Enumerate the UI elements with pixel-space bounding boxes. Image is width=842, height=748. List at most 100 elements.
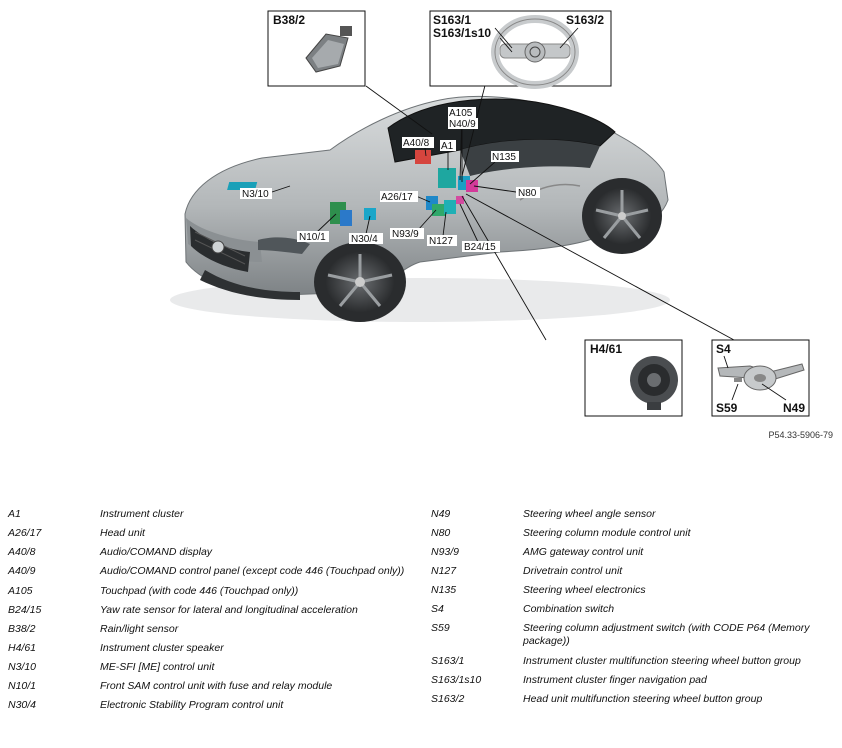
inset-combination-switch: S4 S59 N49: [711, 339, 810, 417]
legend-description: Touchpad (with code 446 (Touchpad only)): [100, 585, 299, 597]
callout-n3-10-bg: [240, 188, 272, 199]
callout-b24-15-bg: [462, 241, 500, 252]
legend-description: Instrument cluster: [100, 508, 184, 520]
component-n30-4: [364, 208, 376, 220]
legend-description: Steering column module control unit: [523, 527, 691, 539]
legend-code: S163/1: [431, 655, 465, 667]
legend-description: AMG gateway control unit: [523, 546, 644, 558]
vehicle-component-diagram: A105 N40/9 A40/8 A1 N135 N80 N3/10 A26/1…: [170, 10, 810, 417]
inset-s163-1s10-label: S163/1s10: [433, 26, 491, 40]
legend-code: N135: [431, 584, 457, 596]
callout-n40-9: N40/9: [449, 119, 476, 130]
legend-description: Rain/light sensor: [100, 623, 179, 635]
component-n93-9: [432, 204, 446, 216]
legend-code: A105: [8, 585, 33, 597]
legend-code: A40/8: [8, 546, 36, 558]
legend-row: A26/17 Head unit: [8, 527, 418, 540]
legend-code: A1: [8, 508, 21, 520]
legend-description: Combination switch: [523, 603, 615, 615]
legend-code: S59: [431, 622, 450, 634]
callout-n10-1: N10/1: [299, 232, 326, 243]
inset-speaker: H4/61: [584, 339, 683, 417]
callout-n93-9: N93/9: [392, 229, 419, 240]
legend-description: Audio/COMAND control panel (except code …: [100, 565, 405, 577]
document-reference: P54.33-5906-79: [768, 430, 833, 440]
callout-n40-9-bg: [448, 118, 478, 129]
legend-code: N10/1: [8, 680, 37, 692]
legend-row: A105 Touchpad (with code 446 (Touchpad on…: [8, 585, 418, 598]
legend-code: N127: [431, 565, 457, 577]
callout-n127-bg: [427, 235, 457, 246]
component-n10-1-b: [340, 210, 352, 226]
callout-a40-8-bg: [402, 137, 434, 148]
callout-n30-4: N30/4: [351, 234, 378, 245]
component-n135: [466, 180, 478, 192]
callout-a105-bg: [448, 107, 476, 118]
legend-description: Instrument cluster speaker: [100, 642, 224, 654]
callout-n135-bg: [491, 151, 519, 162]
callout-n30-4-bg: [349, 233, 383, 244]
legend-description: Drivetrain control unit: [523, 565, 623, 577]
legend-code: N93/9: [431, 546, 460, 558]
inset-h4-61-label: H4/61: [590, 342, 622, 356]
component-b24-15: [456, 196, 464, 204]
legend-row: A1 Instrument cluster: [8, 508, 418, 521]
inset-n49-label: N49: [783, 401, 805, 415]
legend-description: Head unit multifunction steering wheel b…: [523, 693, 763, 705]
callout-n3-10: N3/10: [242, 189, 269, 200]
legend-description: Steering wheel angle sensor: [523, 508, 656, 520]
inset-rain-light-sensor: B38/2: [267, 10, 366, 87]
legend-description: Electronic Stability Program control uni…: [100, 699, 284, 711]
legend-code: H4/61: [8, 642, 37, 654]
legend-description: Steering wheel electronics: [523, 584, 646, 596]
legend-code: N80: [431, 527, 451, 539]
legend-code: A26/17: [8, 527, 42, 539]
callout-n127: N127: [429, 236, 453, 247]
callout-b24-15: B24/15: [464, 242, 496, 253]
inset-s59-label: S59: [716, 401, 738, 415]
legend-code: B24/15: [8, 604, 42, 616]
legend-code: S163/2: [431, 693, 465, 705]
component-a1: [438, 168, 456, 188]
inset-rain-light-sensor-label: B38/2: [273, 13, 305, 27]
legend-code: A40/9: [8, 565, 36, 577]
legend-row: N30/4 Electronic Stability Program contro…: [8, 699, 418, 712]
legend-code: N30/4: [8, 699, 37, 711]
component-n127: [444, 200, 456, 214]
inset-s163-1-label: S163/1: [433, 13, 471, 27]
callout-a40-8: A40/8: [403, 138, 430, 149]
callout-labels: A105 N40/9 A40/8 A1 N135 N80 N3/10 A26/1…: [240, 107, 540, 253]
callout-a26-17-bg: [380, 191, 418, 202]
legend-row: N49 Steering wheel angle sensor: [431, 508, 841, 521]
rear-wheel: [582, 178, 662, 254]
inset-steering-wheel: S163/1 S163/1s10 S163/2: [429, 10, 612, 89]
inset-s4-label: S4: [716, 342, 731, 356]
legend-code: S4: [431, 603, 444, 615]
legend-description: Head unit: [100, 527, 145, 539]
legend-row: S163/2 Head unit multifunction steering w…: [431, 693, 841, 706]
legend-row: A40/9 Audio/COMAND control panel (except …: [8, 565, 418, 578]
legend-code: N3/10: [8, 661, 37, 673]
callout-n135: N135: [492, 152, 516, 163]
legend-row: B38/2 Rain/light sensor: [8, 623, 418, 636]
legend-code: B38/2: [8, 623, 36, 635]
legend-code: S163/1s10: [431, 674, 482, 686]
callout-a1: A1: [441, 141, 454, 152]
legend-row: S4 Combination switch: [431, 603, 841, 616]
legend-code: N49: [431, 508, 451, 520]
inset-s163-2-label: S163/2: [566, 13, 604, 27]
legend-row: N127 Drivetrain control unit: [431, 565, 841, 578]
callout-n93-9-bg: [390, 228, 424, 239]
front-wheel: [314, 242, 406, 322]
legend-row: N135 Steering wheel electronics: [431, 584, 841, 597]
callout-n80: N80: [518, 188, 537, 199]
component-a40-8: [415, 150, 431, 164]
